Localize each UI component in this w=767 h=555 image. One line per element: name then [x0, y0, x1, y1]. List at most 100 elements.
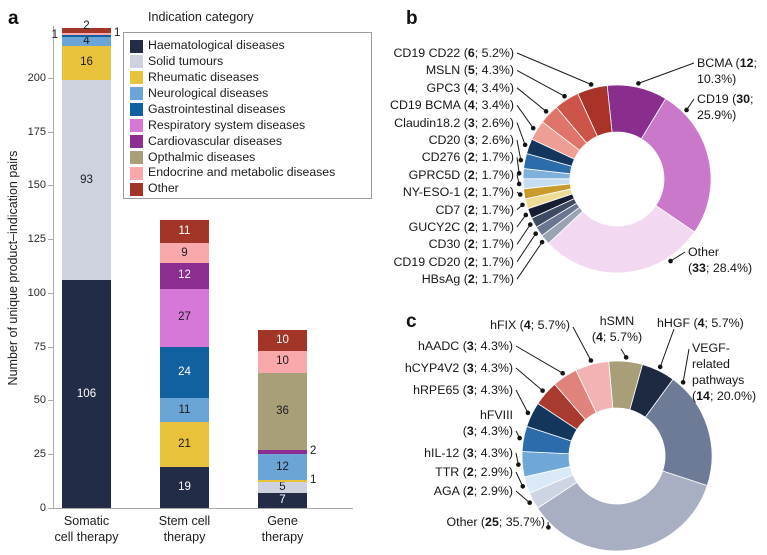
leader-line: [516, 174, 520, 185]
leader-dot: [517, 435, 522, 441]
bar-outside-value: 1: [310, 474, 317, 487]
donut-slice-b: [522, 178, 571, 190]
legend-swatch: [130, 166, 143, 180]
bar-segment: 21: [160, 421, 209, 468]
x-axis-category-label: Somatic: [63, 514, 110, 528]
leader-dot: [562, 93, 567, 99]
leader-dot: [520, 202, 525, 208]
bar-segment: 10: [258, 351, 307, 373]
bar-segment: [62, 28, 111, 33]
x-axis-category-label: cell therapy: [54, 530, 119, 544]
leader-dot: [657, 364, 663, 370]
leader-dot: [668, 258, 673, 264]
leader-line: [515, 430, 521, 439]
legend-swatch: [130, 119, 143, 132]
leader-dot: [623, 355, 629, 360]
donut-slice-label-c: hIL-12 (3; 4.3%): [424, 446, 513, 460]
bar-outside-value: 2: [83, 20, 90, 33]
donut-slice-label-b: GPRC5D (2; 1.7%): [408, 167, 514, 182]
leader-line: [572, 326, 592, 361]
legend-item-label: Opthalmic diseases: [148, 149, 256, 164]
bar-segment: 11: [160, 219, 209, 244]
donut-slice-label-b: Claudin18.2 (3; 2.6%): [394, 115, 514, 130]
legend-item-label: Endocrine and metabolic diseases: [148, 165, 336, 180]
donut-slice-b: [531, 121, 581, 160]
leader-line: [516, 191, 521, 195]
legend-item-label: Haematological diseases: [148, 38, 285, 53]
x-axis-line: [53, 508, 353, 509]
leader-dot: [530, 125, 536, 131]
donut-slice-b: [526, 138, 575, 167]
donut-slice-label-b: CD19 CD20 (2; 1.7%): [393, 254, 514, 269]
donut-slice-b: [547, 204, 696, 274]
leader-line: [516, 122, 526, 146]
donut-slice-b: [522, 168, 571, 180]
legend-swatch: [130, 55, 143, 69]
leader-dot: [560, 370, 565, 376]
donut-slice-label-b: CD276 (2; 1.7%): [421, 150, 514, 165]
leader-line: [516, 233, 537, 263]
leader-line: [638, 62, 695, 84]
leader-line: [659, 328, 675, 368]
leader-line: [515, 389, 529, 414]
bar-outside-value: 1: [114, 26, 121, 39]
x-axis-category-label: Stem cell: [158, 514, 211, 528]
leader-line: [515, 490, 531, 504]
leader-dot: [539, 239, 545, 245]
y-tick-label: 25: [33, 448, 46, 461]
bar-segment-value: 4: [83, 34, 90, 47]
leader-dot: [543, 109, 549, 114]
bar-segment: 16: [62, 45, 111, 81]
bar-segment: 4: [62, 34, 111, 47]
donut-slice-b: [531, 198, 578, 228]
leader-dot: [518, 157, 524, 163]
donut-slice-label-b: Other(33; 28.4%): [688, 245, 753, 275]
leader-line: [516, 139, 522, 161]
donut-slice-label-b: GPC3 (4; 3.4%): [426, 80, 514, 95]
donut-slice-label-c: hRPE65 (3; 4.3%): [413, 383, 513, 397]
donut-slice-c: [529, 474, 578, 509]
bar-segment-value: 24: [178, 366, 191, 378]
bar-segment: 5: [258, 481, 307, 493]
bar-segment: [258, 480, 307, 483]
bar-segment: 106: [62, 280, 111, 508]
bar-segment-value: 12: [276, 460, 289, 473]
bar-segment-value: 10: [276, 355, 289, 368]
donut-slice-b: [541, 106, 588, 151]
leader-dot: [520, 484, 526, 489]
y-tick-label: 175: [27, 125, 46, 138]
y-tick-label: 75: [33, 340, 46, 353]
donut-slice-c: [537, 470, 708, 552]
legend-item-label: Other: [148, 181, 179, 196]
bar-segment-value: 11: [178, 403, 191, 416]
legend-swatch: [130, 87, 143, 101]
legend-item-label: Respiratory system diseases: [148, 117, 306, 132]
bar-segment: 12: [160, 262, 209, 289]
donut-slice-b: [606, 84, 667, 140]
y-tick-label: 200: [27, 71, 46, 84]
y-tick-mark: [48, 185, 53, 187]
bar-segment-value: 93: [80, 173, 93, 186]
bar-segment-value: 12: [178, 269, 191, 282]
y-tick-mark: [48, 77, 53, 79]
bar-segment-value: 9: [181, 246, 188, 259]
donut-slice-label-b: NY-ESO-1 (2; 1.7%): [402, 185, 514, 200]
bar-segment-value: 19: [178, 481, 191, 494]
donut-slice-label-c: AGA (2; 2.9%): [433, 484, 513, 498]
donut-slice-c: [554, 369, 597, 421]
donut-slice-b: [527, 193, 575, 219]
leader-dot: [588, 82, 594, 87]
leader-dot: [516, 171, 522, 176]
donut-slice-label-b: CD7 (2; 1.7%): [435, 202, 514, 217]
leader-line: [515, 345, 563, 374]
x-axis-category-label: therapy: [261, 530, 304, 544]
donut-slice-label-c: hSMN(4; 5.7%): [591, 314, 643, 344]
donut-slice-label-b: CD30 (2; 1.7%): [428, 237, 514, 252]
bar-outside-value: 1: [51, 28, 58, 41]
leader-line: [516, 204, 523, 210]
bar-segment: 9: [160, 243, 209, 263]
y-tick-label: 50: [33, 394, 46, 407]
bar-segment: 36: [258, 372, 307, 450]
